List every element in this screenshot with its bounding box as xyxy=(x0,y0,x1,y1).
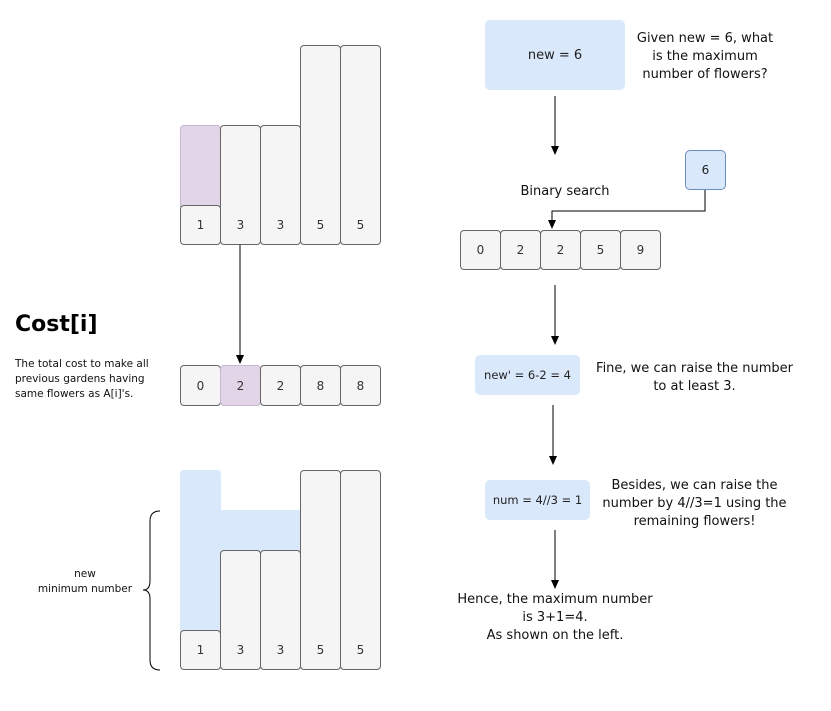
search-value-box: 6 xyxy=(685,150,726,190)
bottom-bar-0: 1 xyxy=(180,630,221,670)
raised-area-left xyxy=(180,470,221,632)
conclusion-note: Hence, the maximum number is 3+1=4. As s… xyxy=(457,592,653,643)
cost-description: The total cost to make all previous gard… xyxy=(15,358,149,400)
search-cell-0: 0 xyxy=(460,230,501,270)
besides-note: Besides, we can raise the number by 4//3… xyxy=(602,478,787,529)
question-note: Given new = 6, what is the maximum numbe… xyxy=(636,31,774,82)
top-bar-1: 3 xyxy=(220,125,261,245)
arrow-value-to-array xyxy=(548,190,706,229)
raised-area-middle xyxy=(220,510,301,552)
bottom-bar-2: 3 xyxy=(260,550,301,670)
cost-title: Cost[i] xyxy=(15,312,98,337)
new-box: new = 6 xyxy=(485,20,625,90)
top-bar-2: 3 xyxy=(260,125,301,245)
bottom-bar-4: 5 xyxy=(340,470,381,670)
search-cell-4: 9 xyxy=(620,230,661,270)
cost-cell-3: 8 xyxy=(300,365,341,406)
num-box: num = 4//3 = 1 xyxy=(485,480,590,520)
cost-cell-0: 0 xyxy=(180,365,221,406)
binary-search-label: Binary search xyxy=(520,184,610,199)
fine-note: Fine, we can raise the number to at leas… xyxy=(596,361,793,394)
new-prime-box: new' = 6-2 = 4 xyxy=(475,355,580,395)
bottom-bar-1: 3 xyxy=(220,550,261,670)
cost-cell-4: 8 xyxy=(340,365,381,406)
brace-label: new minimum number xyxy=(37,568,133,595)
top-bar-4: 5 xyxy=(340,45,381,245)
search-cell-2: 2 xyxy=(540,230,581,270)
search-cell-3: 5 xyxy=(580,230,621,270)
curly-brace xyxy=(142,510,161,671)
cost-cell-2: 2 xyxy=(260,365,301,406)
top-bar-purple-extension xyxy=(180,125,221,207)
top-bar-0: 1 xyxy=(180,205,221,245)
